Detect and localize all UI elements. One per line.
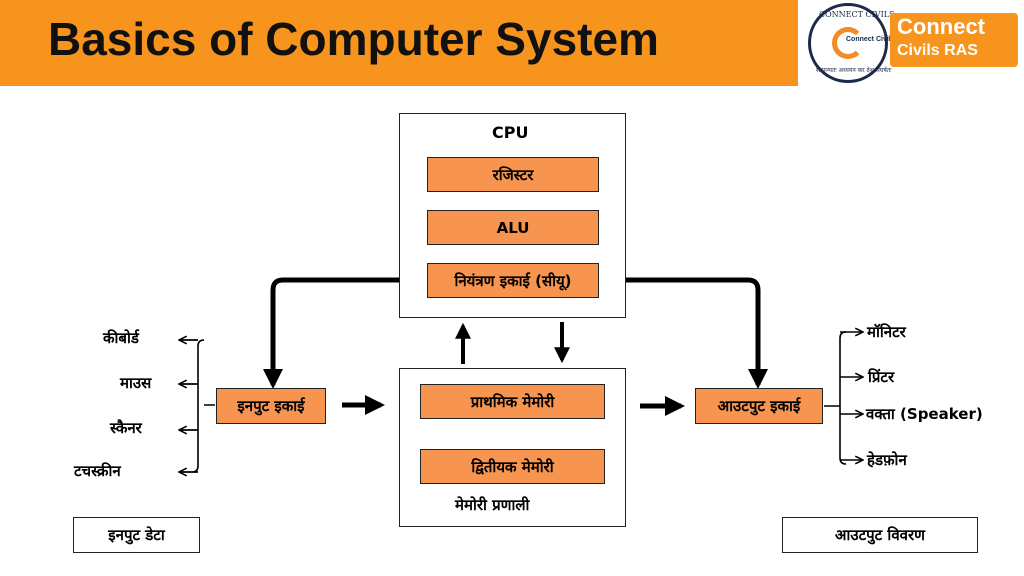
output-description-caption: आउटपुट विवरण <box>782 517 978 553</box>
logo-badge <box>890 13 1018 67</box>
header-banner <box>0 0 798 86</box>
cpu-title: CPU <box>492 123 529 142</box>
arrow-cu-to-output <box>599 277 768 389</box>
input-unit-box: इनपुट इकाई <box>216 388 326 424</box>
output-device-speaker: वक्ता (Speaker) <box>866 405 983 423</box>
logo-c-icon <box>832 27 864 59</box>
secondary-memory-box: द्वितीयक मेमोरी <box>420 449 605 484</box>
output-unit-box: आउटपुट इकाई <box>695 388 823 424</box>
input-device-mouse: माउस <box>120 374 152 392</box>
logo-seal <box>808 3 888 83</box>
register-box: रजिस्टर <box>427 157 599 192</box>
logo-brand-line1: Connect <box>897 14 985 39</box>
logo-seal-bottom-text: सामान्यतः अध्ययन कर देश संघर्षतः <box>816 67 892 74</box>
output-device-printer: प्रिंटर <box>868 368 895 386</box>
page-title: Basics of Computer System <box>48 13 659 65</box>
output-device-headphone: हेडफ़ोन <box>867 451 907 469</box>
arrow-cu-to-input <box>263 277 427 389</box>
input-device-scanner: स्कैनर <box>110 419 142 437</box>
input-device-keyboard: कीबोर्ड <box>103 329 139 347</box>
input-device-touchscreen: टचस्क्रीन <box>74 462 121 480</box>
output-device-monitor: मॉनिटर <box>867 323 906 341</box>
output-devices-bracket <box>824 331 847 465</box>
logo-seal-inner-text: Connect Civils <box>846 36 895 43</box>
alu-box: ALU <box>427 210 599 245</box>
memory-system-label: मेमोरी प्रणाली <box>455 496 530 514</box>
logo-brand-line2: Civils RAS <box>897 42 978 59</box>
control-unit-box: नियंत्रण इकाई (सीयू) <box>427 263 599 298</box>
primary-memory-box: प्राथमिक मेमोरी <box>420 384 605 419</box>
input-devices-bracket <box>182 339 215 473</box>
logo-seal-top-text: CONNECT CIVILS <box>819 10 895 19</box>
input-data-caption: इनपुट डेटा <box>73 517 200 553</box>
